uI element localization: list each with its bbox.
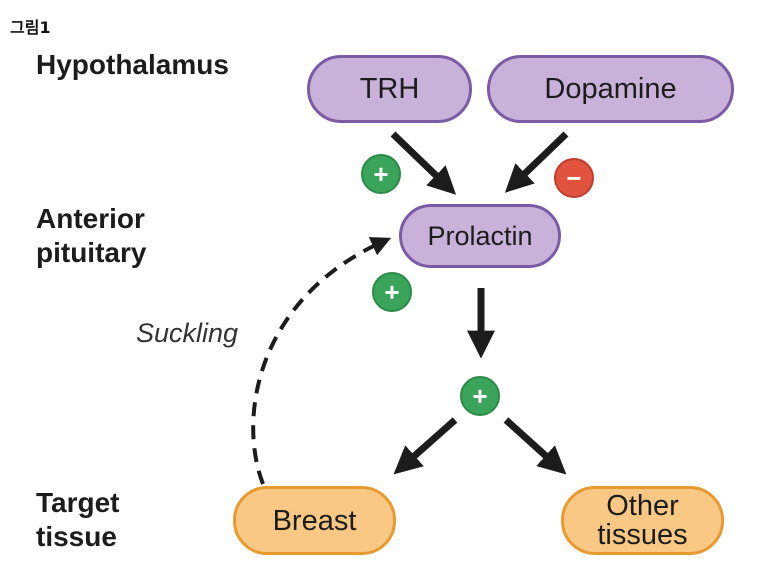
node-trh: TRH [307,55,472,123]
figure-caption: 그림1 [10,18,51,37]
level-label-hypothalamus: Hypothalamus [36,48,229,82]
hypothalamus-text: Hypothalamus [36,49,229,80]
node-dopamine: Dopamine [487,55,734,123]
node-other-tissues: Other tissues [561,486,724,555]
level-label-target-tissue: Target tissue [36,486,120,554]
suckling-label: Suckling [136,318,239,348]
minus-sign-dopamine: − [554,158,594,198]
anterior-line1: Anterior [36,203,145,234]
trh-label: TRH [359,73,420,105]
plus-sign-suckling: + [372,272,412,312]
target-line1: Target [36,487,120,518]
dopamine-label: Dopamine [544,73,677,105]
arrow-to-breast [393,417,458,475]
plus-sign-trh: + [361,154,401,194]
level-label-anterior-pituitary: Anterior pituitary [36,202,146,270]
other-tissues-line1: Other [606,489,679,522]
arrow-to-other-tissues [503,417,567,475]
anterior-line2: pituitary [36,237,147,268]
node-prolactin: Prolactin [399,204,561,268]
plus-sign-prolactin: + [460,376,500,416]
breast-label: Breast [272,504,357,537]
arrow-trh-to-prolactin [390,131,457,195]
target-line2: tissue [36,521,117,552]
node-breast: Breast [233,486,396,555]
prolactin-label: Prolactin [427,221,533,251]
arrow-dopamine-to-prolactin [504,131,569,193]
arrow-suckling-feedback [251,237,392,485]
other-tissues-line2: tissues [597,518,688,551]
